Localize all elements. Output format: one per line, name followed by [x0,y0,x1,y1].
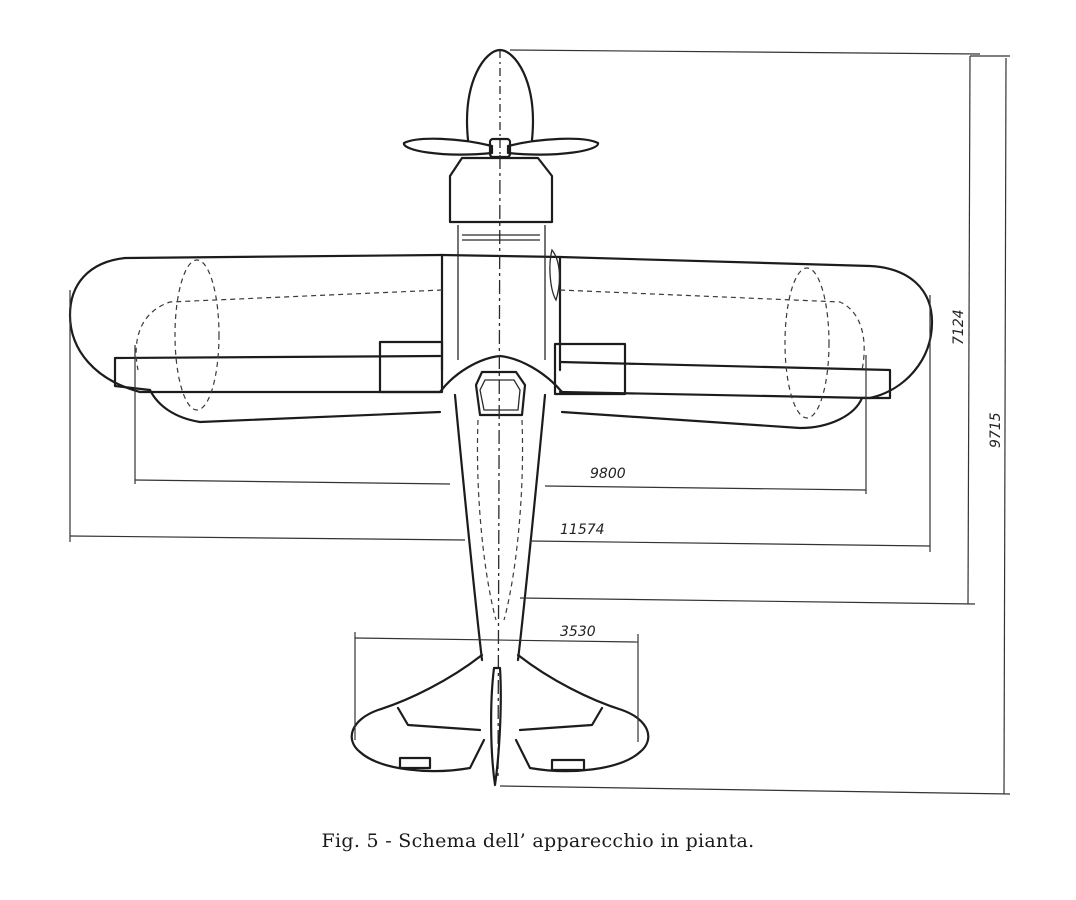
dimension-3530: 3530 [354,624,639,742]
strut-fairing-left [378,340,444,394]
fuselage-forward [457,225,546,360]
aileron-right [784,267,830,419]
exhaust-pipe [549,248,561,302]
dimension-9800: 9800 [134,345,867,494]
propeller-blade-right [506,137,600,156]
dimension-9715: 9715 [499,55,1011,795]
dimension-label-11574: 11574 [560,522,605,538]
elevator-tab-left [398,756,432,770]
lower-wing-hidden-outline [135,289,865,371]
fuselage-centerline [497,154,501,781]
dimension-7124: 7124 [509,49,981,605]
dimension-11574: 11574 [69,290,931,552]
aileron-left [174,259,220,411]
elevator-tab-right [550,758,586,772]
fuselage-center-dash [476,419,524,621]
upper-wing [68,253,934,400]
fuselage-rear [453,393,547,662]
rudder [490,666,502,787]
wing-leading-center [440,253,562,259]
elevator-hinge [396,706,604,732]
strut-fairing-right [553,342,627,396]
lower-wing [113,354,892,430]
dimension-label-7124: 7124 [951,309,967,345]
propeller-blade-left [402,137,494,156]
dimension-label-3530: 3530 [560,624,596,640]
dimension-label-9800: 9800 [590,466,626,482]
dimension-label-9715: 9715 [988,412,1004,448]
engine-cowling [448,156,554,224]
figure-caption: Fig. 5 - Schema dell’ apparecchio in pia… [321,830,755,852]
windshield [474,370,527,417]
wing-center-fairing [438,354,564,394]
